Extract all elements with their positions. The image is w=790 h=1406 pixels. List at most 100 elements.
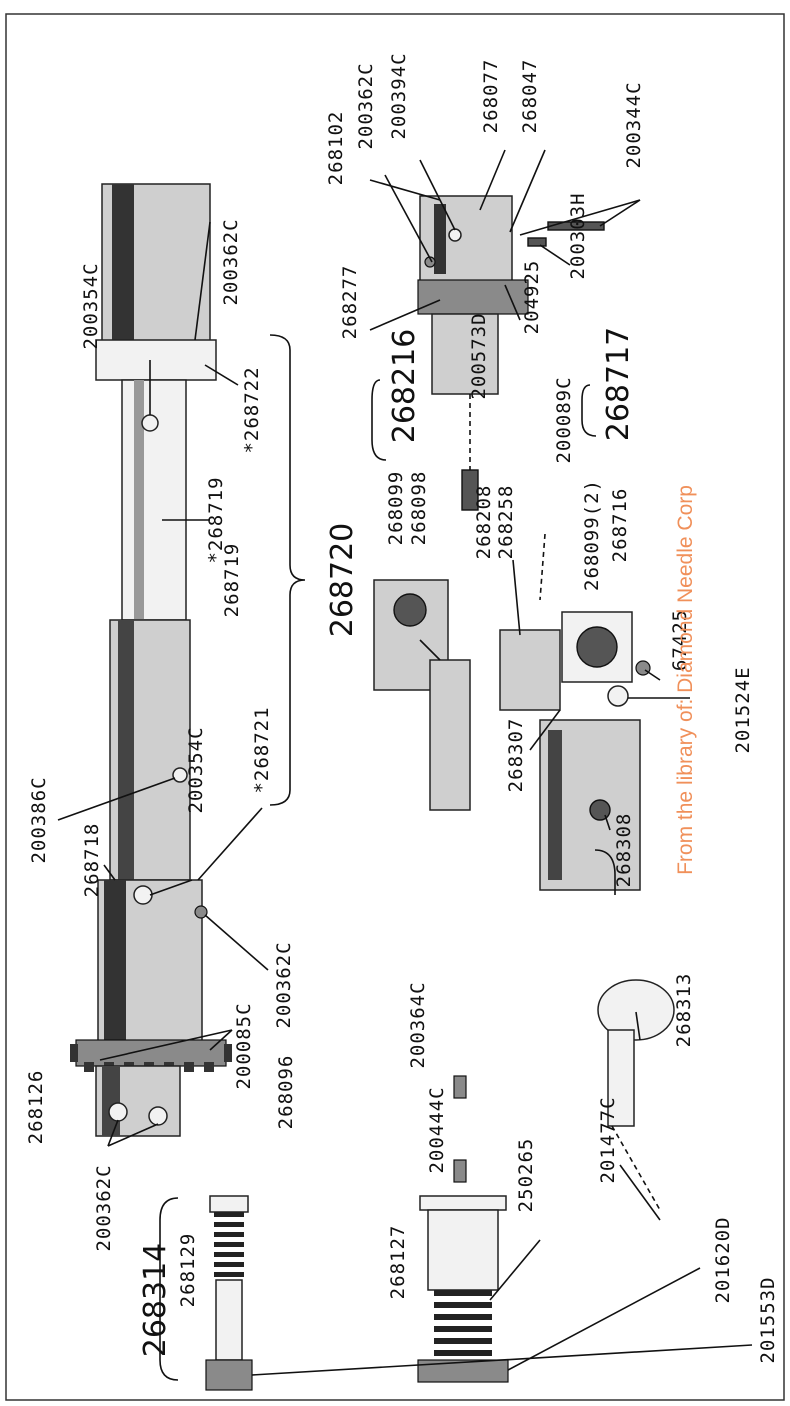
label-204925: 204925	[521, 260, 543, 335]
spring-250265	[434, 1290, 492, 1356]
label-268127: 268127	[387, 1225, 409, 1300]
leader-268722	[204, 364, 239, 386]
label-200085C: 200085C	[233, 1002, 255, 1089]
small-parts	[205, 979, 675, 1391]
knurled-knob-201553D	[205, 1359, 253, 1391]
label-268098: 268098	[408, 471, 430, 546]
leader-268208	[512, 559, 521, 636]
screw-shank-201553D	[215, 1279, 243, 1361]
collar-268102	[417, 279, 529, 315]
clamp-slot	[434, 204, 446, 274]
bushing-268099-bore	[393, 593, 427, 627]
label-268258: 268258	[495, 485, 517, 560]
leader-268313	[635, 1011, 641, 1041]
leader-67425	[644, 669, 661, 681]
label-268208: 268208	[473, 485, 495, 560]
label-200573D: 200573D	[468, 312, 490, 399]
label-268099-2: 268099(2)	[581, 479, 603, 591]
label-268077: 268077	[480, 59, 502, 134]
label-200364C: 200364C	[407, 981, 429, 1068]
screw-200362C-hub-a	[108, 1102, 128, 1122]
label-200303H: 200303H	[567, 192, 589, 279]
assembly-268717: 268717	[601, 327, 636, 442]
leader-200362C-b	[204, 914, 269, 971]
brace-268216	[371, 379, 387, 461]
leader-268718	[103, 864, 116, 881]
bushing-268716-bore	[576, 626, 618, 668]
screw-200362C-side	[194, 905, 208, 919]
leader-268308	[604, 814, 611, 831]
brace-268314	[159, 1197, 179, 1381]
label-268129: 268129	[177, 1233, 199, 1308]
shaft-tube-lower-shadow	[104, 880, 126, 1050]
label-268047: 268047	[519, 59, 541, 134]
leader-268277	[369, 299, 441, 331]
leader-200354C-b	[149, 879, 193, 896]
screw-200444C	[453, 1159, 467, 1183]
label-250265: 250265	[515, 1138, 537, 1213]
sleeve-268721-shadow	[118, 620, 134, 880]
leader-268721	[197, 807, 263, 881]
label-268721: *268721	[251, 706, 273, 793]
label-201553D: 201553D	[757, 1276, 779, 1363]
leader-200362C-d	[384, 174, 433, 263]
leader-268098	[419, 639, 441, 661]
label-268277: 268277	[339, 265, 361, 340]
label-201477C: 201477C	[597, 1096, 619, 1183]
hole-268308	[589, 799, 611, 821]
leader-200344C-b	[599, 199, 641, 227]
leader-201477C	[619, 1164, 661, 1221]
label-200362C-d: 200362C	[355, 62, 377, 149]
screw-200362C-hub-b	[148, 1106, 168, 1126]
screw-200354C-lower	[133, 885, 153, 905]
screw-200573D	[461, 469, 479, 511]
label-268102: 268102	[325, 111, 347, 186]
knob-201620D	[417, 1359, 509, 1383]
label-200344C: 200344C	[623, 81, 645, 168]
label-268718: 268718	[81, 823, 103, 898]
label-268716: 268716	[609, 488, 631, 563]
label-268313: 268313	[673, 973, 695, 1048]
lever-268313	[597, 979, 675, 1041]
screw-200364C	[453, 1075, 467, 1099]
leader-268307	[529, 709, 561, 751]
brace-268720	[269, 334, 306, 806]
screw-200386C	[172, 767, 188, 783]
leader-200386C	[57, 777, 176, 821]
label-200089C: 200089C	[553, 376, 575, 463]
leader-200085C-a	[209, 1029, 233, 1051]
clamp-268077	[419, 195, 513, 283]
braces	[159, 334, 616, 1381]
screw-head-268129	[209, 1195, 249, 1213]
leader-268047	[509, 149, 546, 233]
label-67425: 67425	[669, 609, 691, 671]
brace-268717-a	[581, 384, 597, 437]
label-200362C-a: 200362C	[220, 218, 242, 305]
main-shaft-assembly	[70, 183, 232, 1137]
link-assembly	[373, 533, 651, 891]
label-268308: 268308	[613, 813, 635, 888]
leader-200394C	[419, 159, 456, 231]
screw-200303H	[527, 237, 547, 247]
label-268307: 268307	[505, 718, 527, 793]
screw-67425	[635, 660, 651, 676]
label-200354C-a: 200354C	[80, 262, 102, 349]
dashed-link-200089C	[539, 533, 546, 601]
screw-200394C	[448, 228, 462, 242]
leader-204925	[504, 284, 521, 321]
assembly-268314: 268314	[138, 1243, 173, 1358]
leader-201620D	[507, 1267, 701, 1371]
body-shadow	[548, 730, 562, 880]
assembly-268216: 268216	[387, 329, 422, 444]
stud-top-268127	[419, 1195, 507, 1211]
label-268126: 268126	[25, 1070, 47, 1145]
page-border	[5, 13, 785, 1401]
leader-268102	[369, 179, 441, 201]
assembly-268720: 268720	[325, 523, 360, 638]
label-201524E: 201524E	[732, 666, 754, 753]
leader-200362C-c-a	[107, 1119, 119, 1147]
watermark-text: From the library of: Diamond Needle Corp	[674, 485, 697, 875]
leader-200344C-a	[519, 199, 641, 236]
leader-lines	[57, 149, 753, 1376]
